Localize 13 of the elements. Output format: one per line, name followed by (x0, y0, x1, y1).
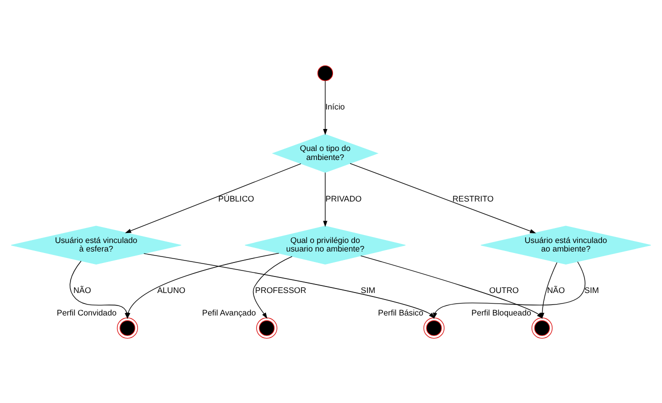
arrow (252, 256, 292, 318)
node-circle (423, 317, 444, 338)
node-circle (532, 317, 553, 338)
arrow (323, 172, 328, 227)
arrow (125, 162, 302, 233)
arrow (360, 254, 543, 318)
arrow (350, 162, 536, 233)
arrow (323, 80, 328, 135)
node-circle (116, 317, 138, 338)
node-circle (317, 64, 334, 80)
node-circle (256, 317, 278, 338)
arrow (126, 252, 280, 318)
arrow (144, 252, 435, 318)
